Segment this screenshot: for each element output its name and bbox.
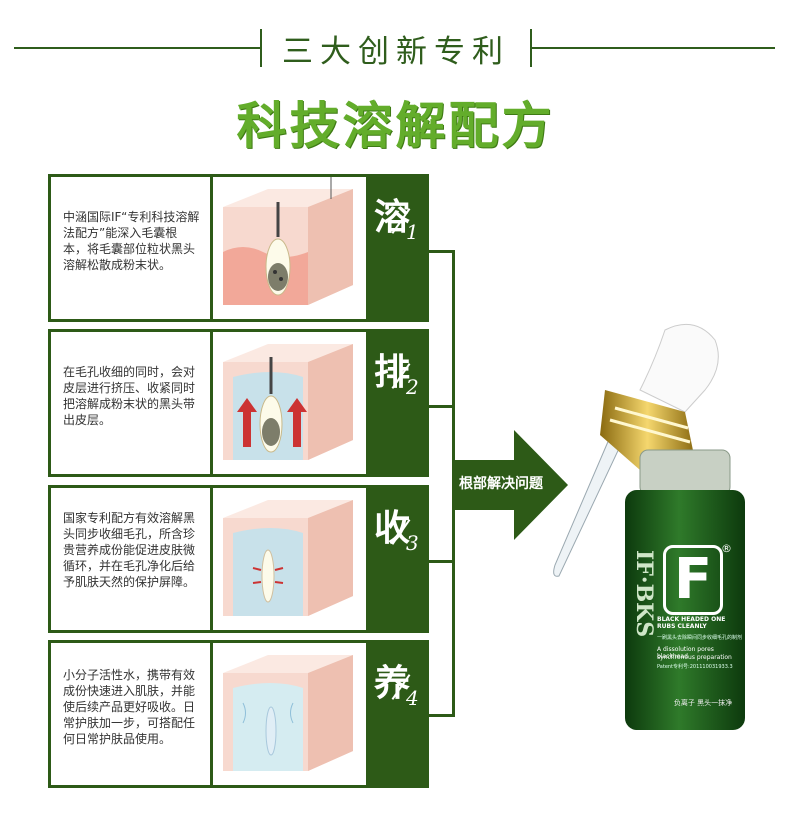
step-1-number: 1 — [406, 220, 419, 244]
header-tick-right — [530, 29, 532, 67]
product-bottom-text: 负离子 黑头一抹净 — [673, 699, 733, 707]
product-line1: BLACK HEADED ONE RUBS CLEANLY — [657, 616, 726, 630]
skin-illustration-expel — [213, 332, 366, 474]
step-row-3: 国家专利配方有效溶解黑头同步收细毛孔，所含珍贵营养成份能促进皮肤微循环，并在毛孔… — [48, 485, 429, 633]
step-row-4: 小分子活性水，携带有效成份快速进入肌肤，并能使后续产品更好吸收。日常护肤加一步，… — [48, 640, 429, 788]
skin-illustration-shrink — [213, 488, 366, 630]
step-2-description: 在毛孔收细的同时，会对皮层进行挤压、收紧同时把溶解成粉末状的黑头带出皮层。 — [51, 332, 210, 474]
connector-bottom — [429, 714, 455, 717]
section-subtitle: 三大创新专利 — [282, 34, 510, 70]
brand-logo: F — [663, 545, 723, 615]
header-line-right — [532, 47, 775, 49]
product-line4: synchronous preparation — [657, 654, 732, 661]
header-tick-left — [260, 29, 262, 67]
connector-row3 — [429, 560, 455, 563]
step-3-number: 3 — [406, 531, 419, 555]
arrow-label: 根部解决问题 — [459, 476, 543, 492]
product-bottle: IF·BKS F ® BLACK HEADED ONE RUBS CLEANLY… — [545, 320, 775, 740]
header-line-left — [14, 47, 260, 49]
step-row-2: 在毛孔收细的同时，会对皮层进行挤压、收紧同时把溶解成粉末状的黑头带出皮层。 排 … — [48, 329, 429, 477]
skin-illustration-dissolve — [213, 177, 366, 319]
page-title: 科技溶解配方 — [236, 97, 555, 155]
step-4-number: 4 — [406, 686, 419, 710]
product-patent: Patent专利号:201110031933.3 — [657, 664, 733, 670]
step-4-description: 小分子活性水，携带有效成份快速进入肌肤，并能使后续产品更好吸收。日常护肤加一步，… — [51, 643, 210, 785]
connector-top — [429, 250, 455, 253]
step-row-1: 中涵国际IF“专利科技溶解法配方”能深入毛囊根本，将毛囊部位粒状黑头溶解松散成粉… — [48, 174, 429, 322]
result-arrow — [452, 430, 568, 540]
step-2-number: 2 — [406, 375, 419, 399]
registered-mark: ® — [721, 542, 732, 555]
product-line3: A dissolution pores blackhead — [657, 646, 714, 660]
skin-illustration-nourish — [213, 643, 366, 785]
product-line2: 一刷黑头去除瞬间同步收细毛孔的制剂 — [657, 635, 743, 641]
step-1-description: 中涵国际IF“专利科技溶解法配方”能深入毛囊根本，将毛囊部位粒状黑头溶解松散成粉… — [51, 177, 210, 319]
connector-row2 — [429, 405, 455, 408]
brand-vertical-text: IF·BKS — [631, 550, 657, 638]
step-3-description: 国家专利配方有效溶解黑头同步收细毛孔，所含珍贵营养成份能促进皮肤微循环，并在毛孔… — [51, 488, 210, 630]
